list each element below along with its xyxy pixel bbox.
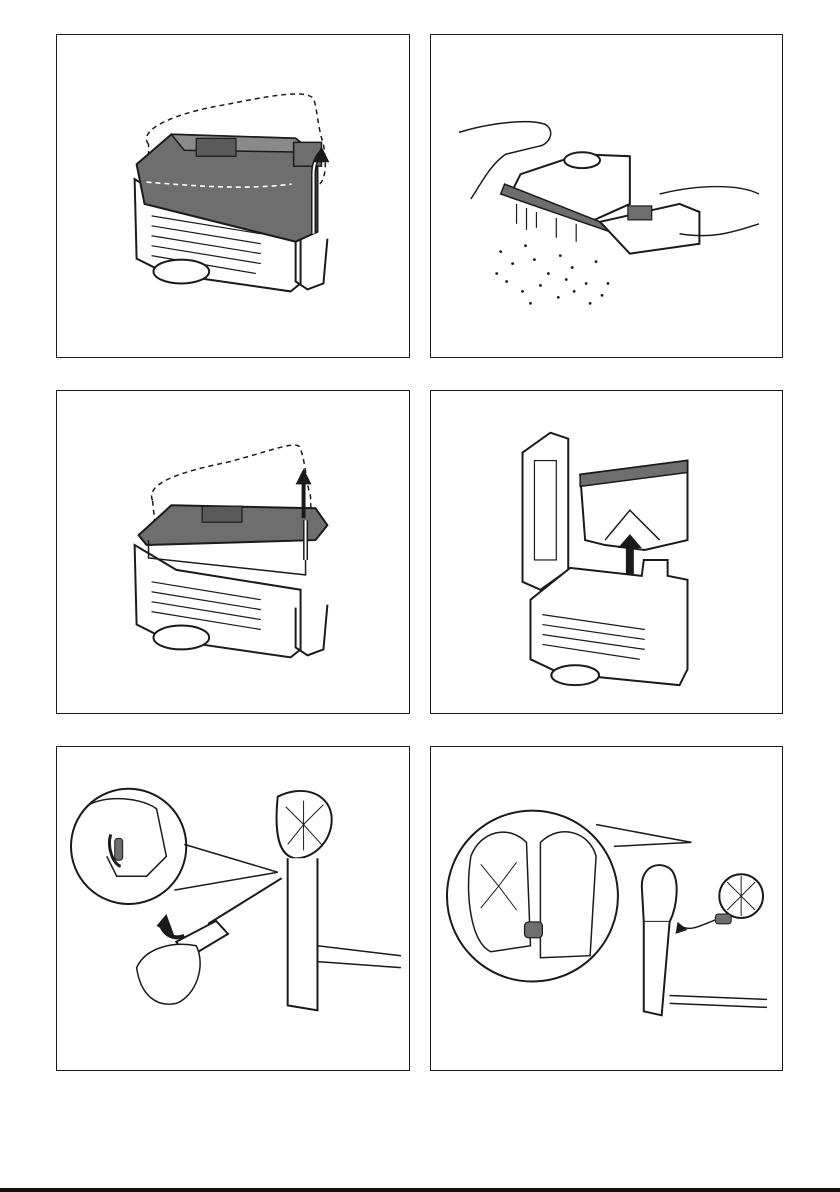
filter-removal-illustration bbox=[431, 391, 782, 713]
dust-case-emptying-illustration bbox=[431, 35, 782, 357]
nozzle-attachment-illustration bbox=[431, 747, 782, 1070]
figure-panel-5 bbox=[56, 746, 410, 1071]
figure-panel-1 bbox=[56, 34, 410, 358]
screwdriver-release-illustration bbox=[57, 747, 409, 1070]
page-bottom-rule bbox=[0, 1188, 840, 1192]
dust-case-lid-lift-illustration bbox=[57, 35, 409, 357]
figure-panel-4 bbox=[430, 390, 783, 714]
dust-case-cover-open-illustration bbox=[57, 391, 409, 713]
figure-panel-2 bbox=[430, 34, 783, 358]
figure-panel-3 bbox=[56, 390, 410, 714]
figure-panel-6 bbox=[430, 746, 783, 1071]
